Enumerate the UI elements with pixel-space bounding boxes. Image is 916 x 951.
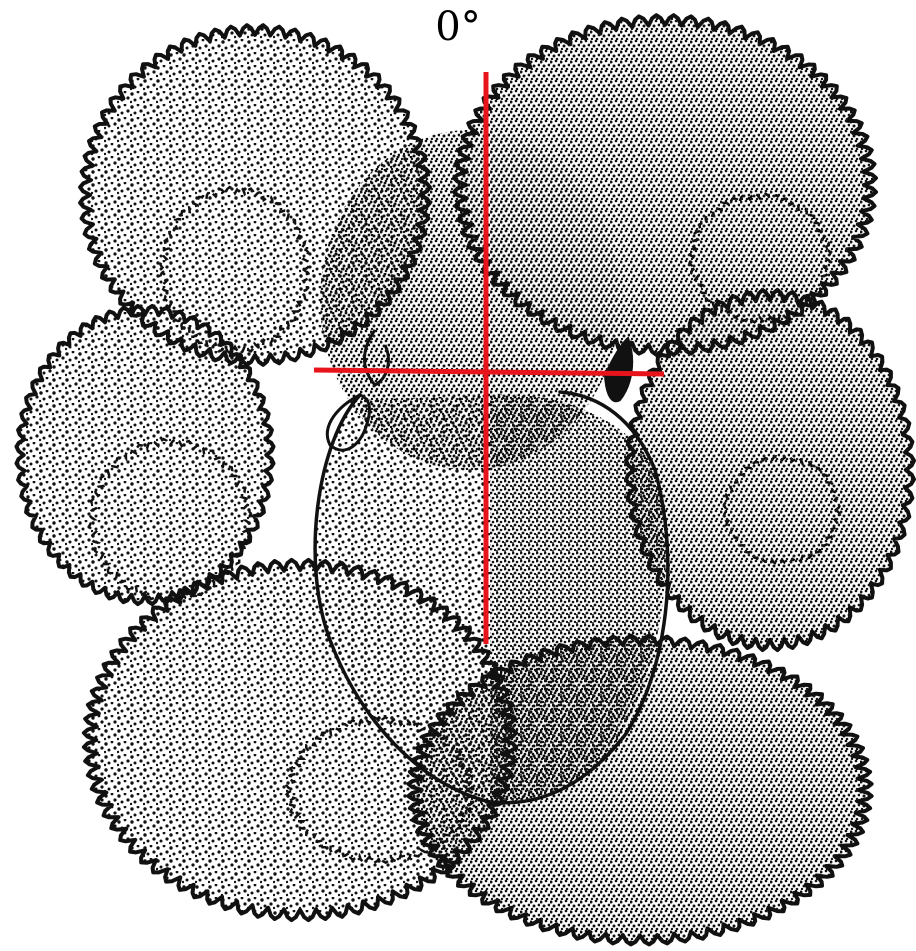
angle-label: 0° [418, 4, 498, 50]
lobe-middle-right [626, 290, 914, 650]
